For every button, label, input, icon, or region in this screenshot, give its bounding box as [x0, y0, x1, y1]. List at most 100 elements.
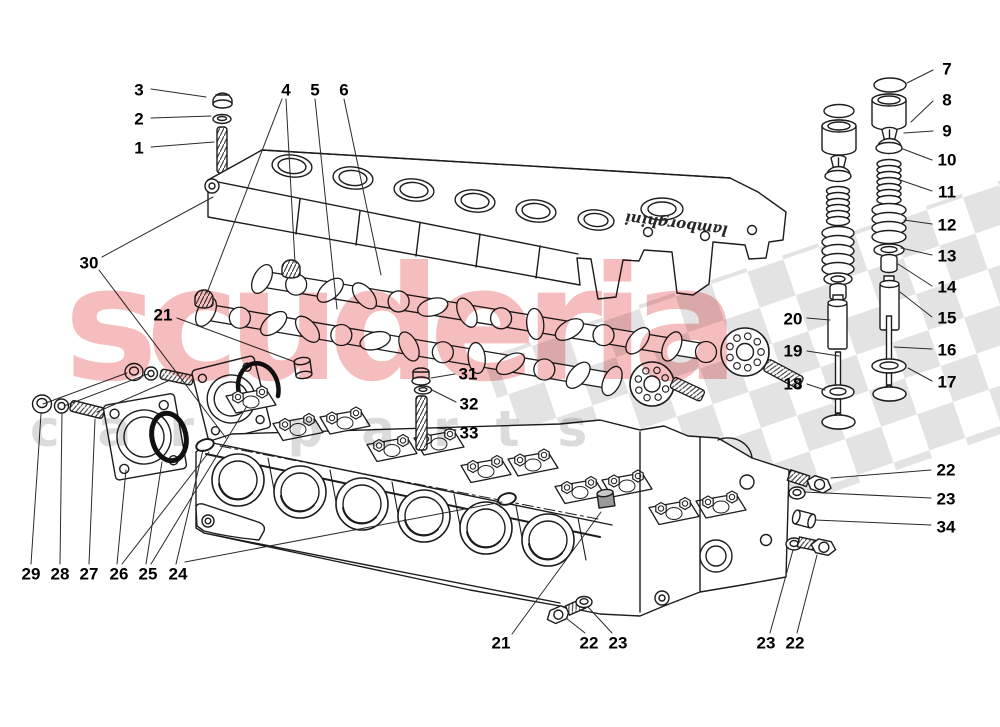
part-callout-22[interactable]: 22	[786, 554, 818, 653]
bearing-cap	[272, 412, 324, 442]
part-number-label[interactable]: 21	[154, 306, 173, 325]
leader-line	[796, 554, 818, 634]
leader-line	[907, 367, 933, 382]
part-callout-20[interactable]: 20	[784, 310, 831, 329]
leader-line	[899, 291, 933, 318]
leader-line	[769, 549, 794, 634]
part-number-label[interactable]: 2	[134, 110, 143, 129]
part-callout-26[interactable]: 26	[110, 451, 210, 584]
part-callout-27[interactable]: 27	[80, 380, 169, 584]
part-number-label[interactable]: 15	[938, 309, 957, 328]
part-number-label[interactable]: 16	[938, 341, 957, 360]
part-callout-11[interactable]: 11	[899, 179, 956, 202]
part-callout-6[interactable]: 6	[339, 81, 382, 276]
part-callout-8[interactable]: 8	[910, 91, 952, 123]
part-number-label[interactable]: 8	[942, 91, 951, 110]
part-number-label[interactable]: 10	[938, 151, 957, 170]
part-callout-28[interactable]: 28	[51, 373, 149, 584]
part-callout-32[interactable]: 32	[431, 389, 479, 414]
part-number-label[interactable]: 20	[784, 310, 803, 329]
part-callout-30[interactable]: 30	[80, 196, 227, 439]
part-number-label[interactable]: 23	[609, 634, 628, 653]
part-callout-33[interactable]: 33	[435, 424, 479, 443]
cap-nut-part3	[212, 92, 233, 109]
part-number-label[interactable]: 27	[80, 565, 99, 584]
part-callout-17[interactable]: 17	[907, 367, 957, 392]
part-callout-12[interactable]: 12	[903, 216, 957, 235]
part-number-label[interactable]: 17	[938, 373, 957, 392]
front-cover-plate-part26	[102, 393, 188, 481]
part-number-label[interactable]: 34	[937, 518, 956, 537]
part-number-label[interactable]: 13	[938, 247, 957, 266]
part-callout-4[interactable]: 4	[206, 81, 296, 294]
part-callout-13[interactable]: 13	[900, 247, 957, 266]
part-callout-23[interactable]: 23	[757, 549, 794, 653]
part-callout-1[interactable]: 1	[134, 139, 215, 158]
part-callout-21[interactable]: 21	[154, 306, 296, 363]
leader-line	[285, 98, 296, 264]
valve-stack-right	[871, 77, 907, 402]
part-number-label[interactable]: 26	[110, 565, 129, 584]
part-callout-23[interactable]: 23	[803, 490, 956, 509]
part-number-label[interactable]: 21	[492, 634, 511, 653]
part-callout-22[interactable]: 22	[830, 461, 956, 480]
part-number-label[interactable]: 22	[937, 461, 956, 480]
part-callout-29[interactable]: 29	[22, 372, 128, 584]
part-number-label[interactable]: 9	[942, 122, 951, 141]
valve-stack-left	[821, 103, 857, 430]
part-number-label[interactable]: 19	[784, 342, 803, 361]
part-callout-2[interactable]: 2	[134, 110, 212, 129]
part-number-label[interactable]: 5	[310, 81, 319, 100]
part-callout-31[interactable]: 31	[430, 365, 478, 384]
leader-line	[906, 69, 934, 84]
stud-part1	[216, 126, 228, 174]
part-callout-24[interactable]: 24	[169, 449, 503, 584]
part-callout-9[interactable]: 9	[903, 122, 952, 141]
part-number-label[interactable]: 3	[134, 81, 143, 100]
part-number-label[interactable]: 24	[169, 565, 188, 584]
part-callout-22[interactable]: 22	[565, 617, 599, 653]
part-callout-14[interactable]: 14	[897, 263, 957, 297]
dowel-bushing-part21-installed	[596, 488, 616, 509]
leader-line	[814, 519, 932, 526]
part-callout-7[interactable]: 7	[906, 60, 952, 84]
part-number-label[interactable]: 33	[460, 424, 479, 443]
part-number-label[interactable]: 30	[80, 254, 99, 273]
part-callout-16[interactable]: 16	[893, 341, 957, 360]
part-number-label[interactable]: 1	[134, 139, 143, 158]
leader-line	[803, 491, 932, 499]
part-callout-15[interactable]: 15	[899, 291, 957, 328]
part-number-label[interactable]: 29	[22, 565, 41, 584]
part-number-label[interactable]: 22	[580, 634, 599, 653]
part-callout-18[interactable]: 18	[784, 375, 826, 394]
leader-line	[150, 141, 215, 148]
part-callout-21[interactable]: 21	[492, 511, 602, 653]
part-number-label[interactable]: 25	[139, 565, 158, 584]
part-number-label[interactable]: 12	[938, 216, 957, 235]
spring-retainer-part10	[875, 137, 903, 155]
part-callout-34[interactable]: 34	[814, 518, 956, 537]
part-callout-23[interactable]: 23	[587, 606, 628, 653]
part-number-label[interactable]: 22	[786, 634, 805, 653]
leader-line	[150, 115, 212, 119]
part-callout-19[interactable]: 19	[784, 342, 840, 361]
leader-line	[910, 100, 934, 123]
part-number-label[interactable]: 14	[938, 278, 957, 297]
part-callout-3[interactable]: 3	[134, 81, 207, 100]
part-number-label[interactable]: 23	[937, 490, 956, 509]
part-number-label[interactable]: 23	[757, 634, 776, 653]
inner-valve-spring-part11	[876, 158, 902, 206]
leader-line	[184, 501, 503, 563]
part-number-label[interactable]: 18	[784, 375, 803, 394]
part-callout-5[interactable]: 5	[310, 81, 338, 310]
part-number-label[interactable]: 7	[942, 60, 951, 79]
part-number-label[interactable]: 11	[938, 183, 956, 202]
part-number-label[interactable]: 4	[281, 81, 291, 100]
part-number-label[interactable]: 31	[459, 365, 478, 384]
part-callout-10[interactable]: 10	[902, 148, 957, 170]
part-number-label[interactable]: 6	[339, 81, 348, 100]
part-callout-25[interactable]: 25	[139, 405, 248, 584]
part-number-label[interactable]: 28	[51, 565, 70, 584]
part-number-label[interactable]: 32	[460, 395, 479, 414]
